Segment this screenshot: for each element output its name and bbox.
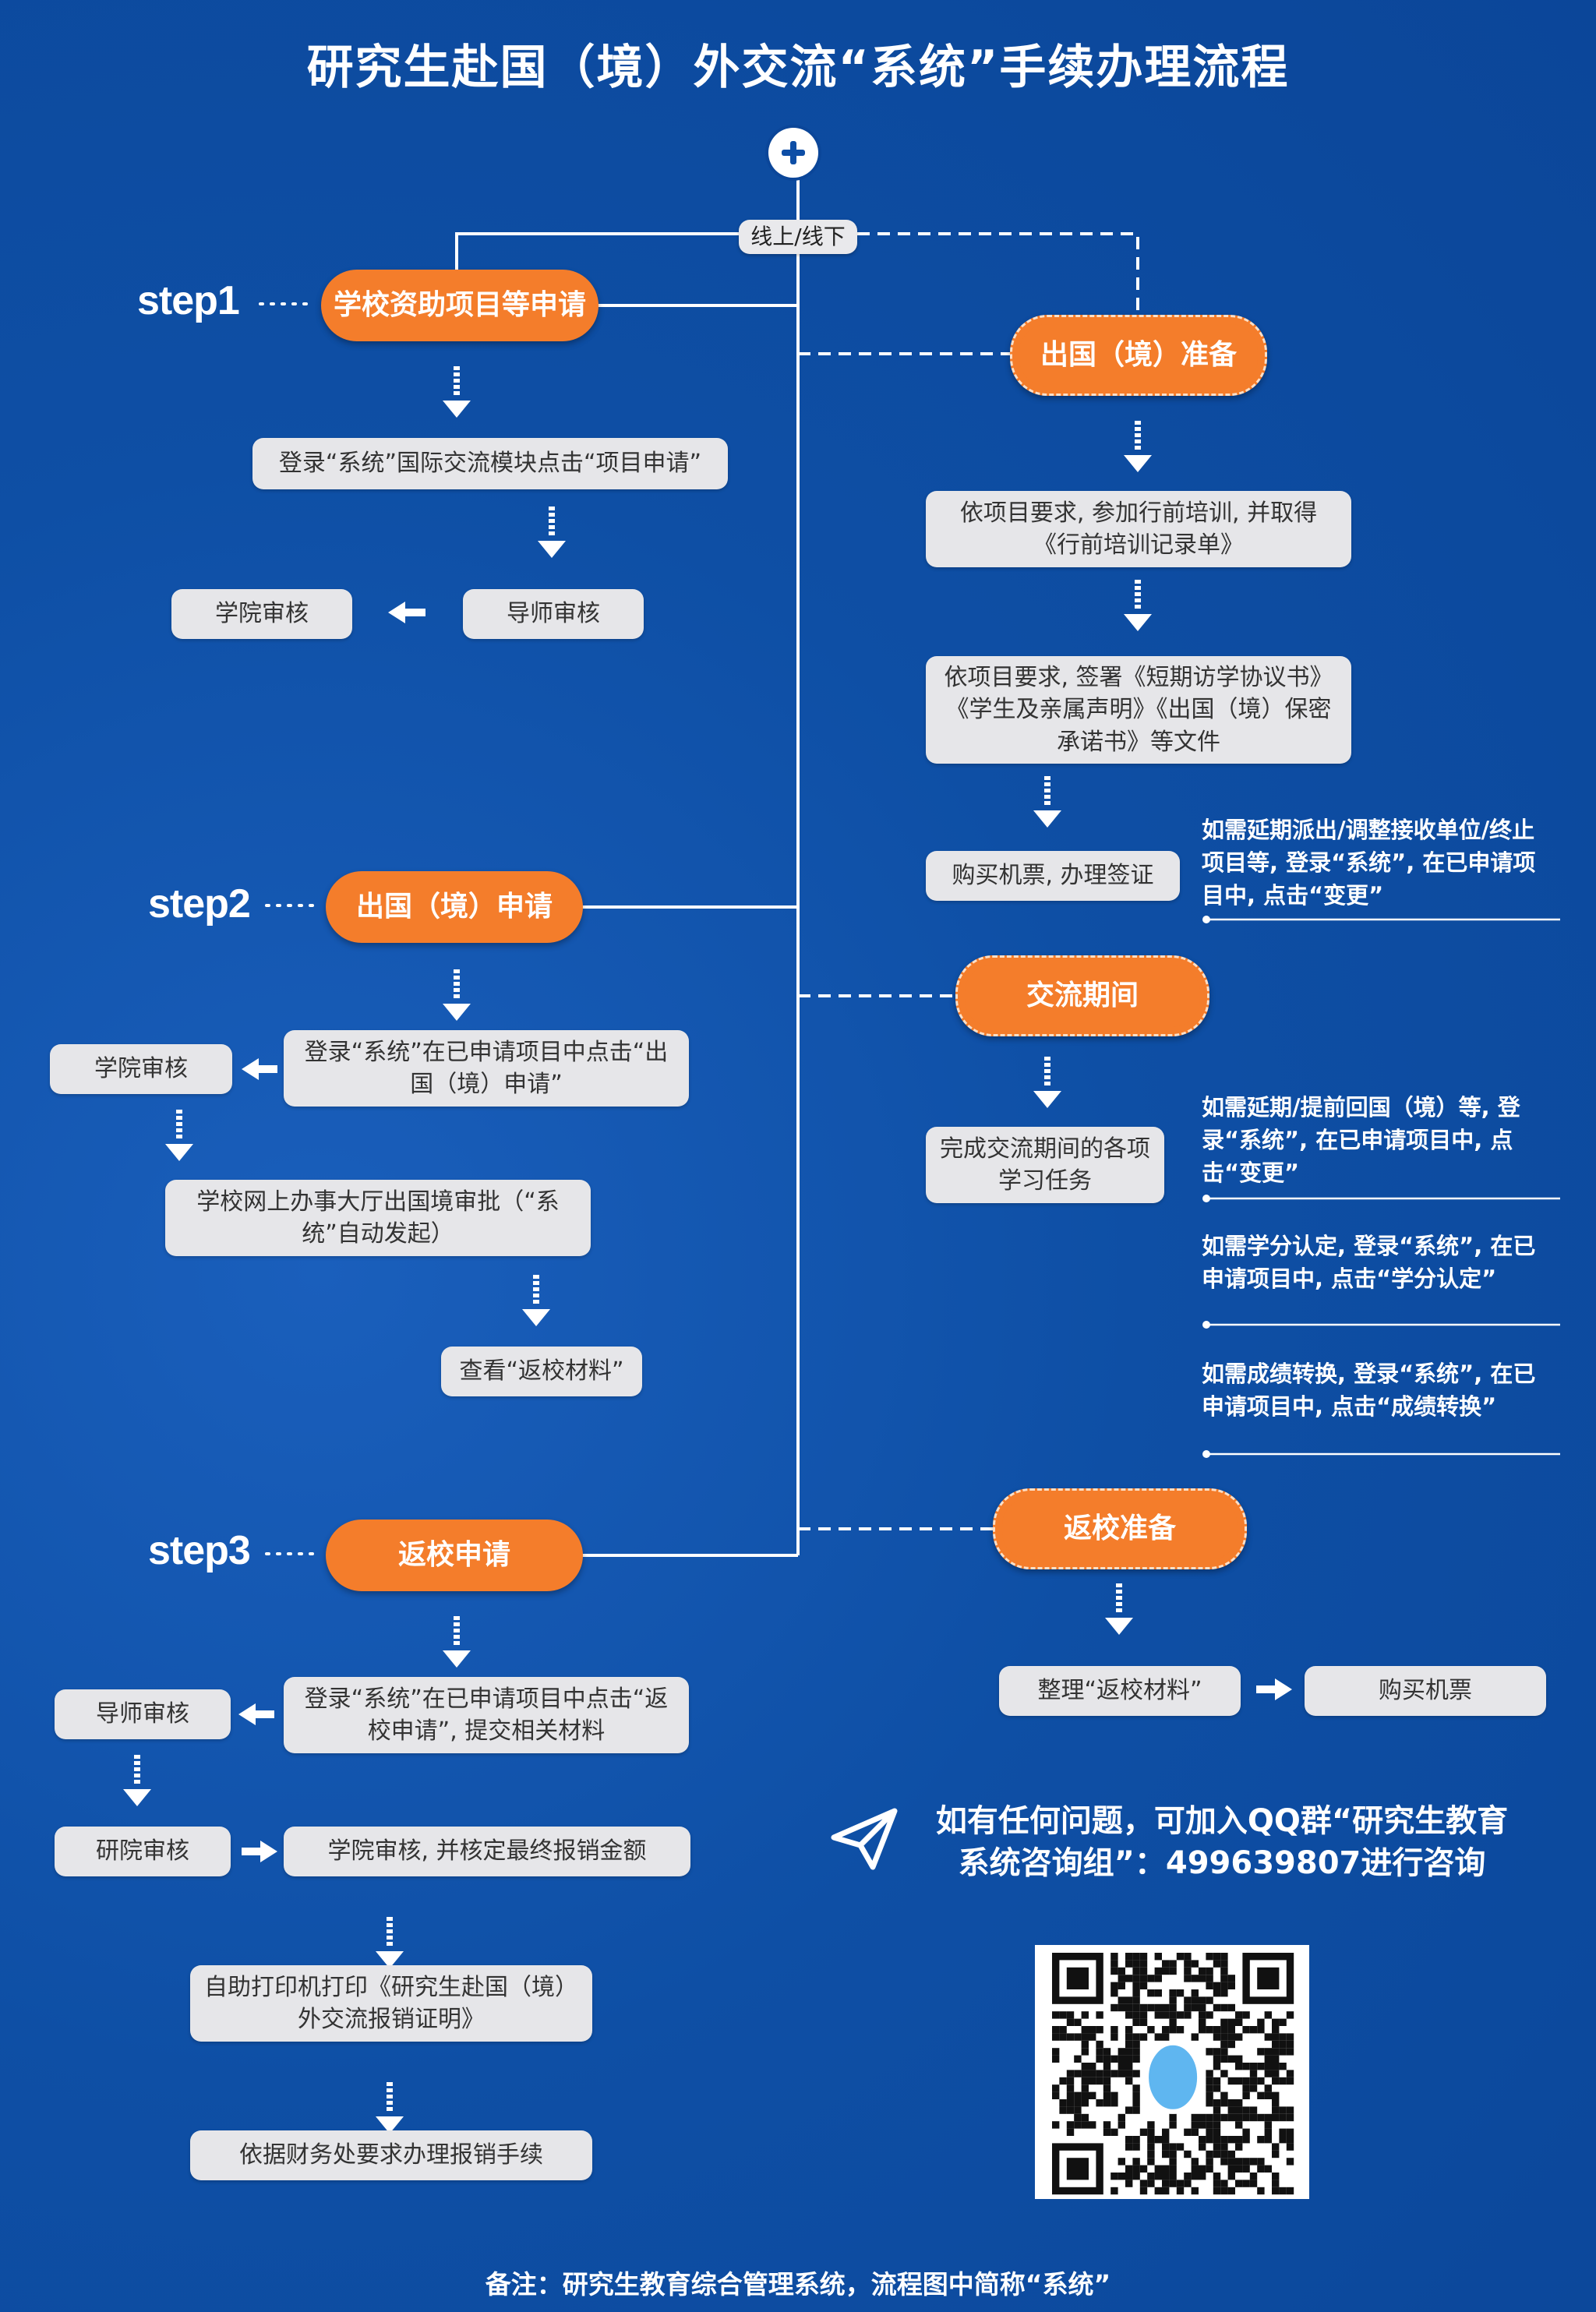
prep-sign-box: 依项目要求, 签署《短期访学协议书》《学生及亲属声明》《出国（境）保密承诺书》等… (926, 656, 1351, 764)
down-arrow-icon (1033, 776, 1061, 828)
down-arrow-icon (376, 2082, 404, 2134)
send-icon (831, 1808, 898, 1870)
down-arrow-icon (376, 1917, 404, 1968)
step3-grad-review: 研院审核 (55, 1827, 231, 1876)
left-arrow-icon (388, 602, 425, 623)
footer-note: 备注：研究生教育综合管理系统，流程图中简称“系统” (485, 2269, 1111, 2300)
step1-apply-box: 登录“系统”国际交流模块点击“项目申请” (252, 438, 728, 489)
down-arrow-icon (538, 507, 566, 558)
return-prep-main-node: 返校准备 (993, 1488, 1247, 1569)
step2-login-box: 登录“系统”在已申请项目中点击“出国（境）申请” (284, 1030, 689, 1107)
prep-change-note: 如需延期派出/调整接收单位/终止项目等, 登录“系统”, 在已申请项目中, 点击… (1202, 817, 1536, 909)
step2-main-node: 出国（境）申请 (326, 871, 583, 943)
step1-main-node: 学校资助项目等申请 (321, 270, 598, 341)
step1-advisor-review: 导师审核 (463, 589, 644, 639)
step1-college-review: 学院审核 (171, 589, 352, 639)
step2-label: step2 (148, 881, 251, 927)
prep-ticket-visa-box: 购买机票, 办理签证 (926, 851, 1180, 901)
down-arrow-icon (443, 969, 471, 1021)
down-arrow-icon (1105, 1583, 1133, 1635)
step3-label: step3 (148, 1528, 251, 1573)
prep-main-node: 出国（境）准备 (1010, 315, 1267, 396)
exchange-tasks-box: 完成交流期间的各项学习任务 (926, 1127, 1164, 1203)
exchange-extend-note: 如需延期/提前回国（境）等, 登录“系统”, 在已申请项目中, 点击“变更” (1202, 1094, 1520, 1187)
down-arrow-icon (443, 1616, 471, 1668)
exchange-credit-note: 如需学分认定, 登录“系统”, 在已申请项目中, 点击“学分认定” (1202, 1233, 1536, 1293)
down-arrow-icon (1124, 421, 1152, 472)
exchange-grade-note: 如需成绩转换, 登录“系统”, 在已申请项目中, 点击“成绩转换” (1202, 1361, 1536, 1421)
down-arrow-icon (1033, 1057, 1061, 1108)
prep-training-box: 依项目要求, 参加行前培训, 并取得《行前培训记录单》 (926, 491, 1351, 567)
step1-label: step1 (137, 278, 240, 323)
step3-finance-box: 依据财务处要求办理报销手续 (190, 2130, 592, 2180)
step3-main-node: 返校申请 (326, 1520, 583, 1591)
step2-view-materials: 查看“返校材料” (441, 1347, 642, 1396)
step2-college-review: 学院审核 (50, 1044, 232, 1094)
down-arrow-icon (443, 366, 471, 418)
down-arrow-icon (165, 1110, 193, 1161)
qr-code[interactable] (1035, 1945, 1309, 2199)
exchange-main-node: 交流期间 (955, 955, 1209, 1036)
plus-icon (768, 128, 818, 178)
return-organize-box: 整理“返校材料” (999, 1666, 1241, 1716)
step3-login-box: 登录“系统”在已申请项目中点击“返校申请”, 提交相关材料 (284, 1677, 689, 1753)
step3-advisor-review: 导师审核 (55, 1689, 231, 1739)
down-arrow-icon (522, 1275, 550, 1326)
down-arrow-icon (123, 1755, 151, 1806)
step3-college-review: 学院审核, 并核定最终报销金额 (284, 1827, 690, 1876)
return-buy-ticket-box: 购买机票 (1305, 1666, 1546, 1716)
contact-text: 如有任何问题，可加入QQ群“研究生教育系统咨询组”：499639807进行咨询 (935, 1803, 1509, 1881)
step2-school-approval: 学校网上办事大厅出国境审批（“系统”自动发起） (165, 1180, 591, 1256)
online-offline-label: 线上/线下 (739, 220, 857, 254)
page-title: 研究生赴国（境）外交流“系统”手续办理流程 (306, 41, 1290, 95)
down-arrow-icon (1124, 580, 1152, 631)
step3-print-box: 自助打印机打印《研究生赴国（境）外交流报销证明》 (190, 1965, 592, 2042)
